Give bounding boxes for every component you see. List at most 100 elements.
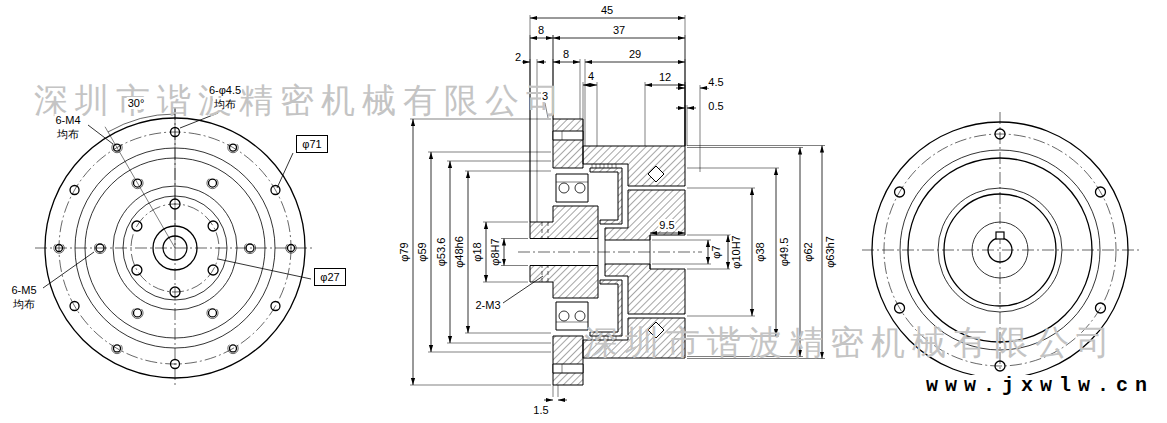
- dimension-line: [585, 62, 685, 63]
- extension-line: [652, 264, 711, 265]
- dimension-line: [530, 18, 685, 19]
- extension-line: [685, 15, 686, 146]
- circle: [900, 150, 1100, 350]
- line: [562, 364, 563, 373]
- circle: [938, 188, 1062, 312]
- dimension-line: [468, 171, 469, 333]
- through-hole: [1095, 303, 1105, 313]
- bearing-ball: [559, 311, 569, 321]
- tapped-hole: [246, 244, 254, 252]
- leader-line: [218, 259, 311, 279]
- dimension-line: [450, 161, 451, 343]
- input-hub-section: [530, 266, 598, 299]
- dimension: 4: [587, 70, 595, 82]
- flange-section: [553, 336, 583, 385]
- cross-roller: [648, 166, 664, 182]
- thread-line: [548, 222, 549, 239]
- thread-note: 6-M4: [54, 114, 81, 126]
- tapped-hole: [230, 345, 237, 352]
- extension-line: [687, 145, 825, 146]
- extension-line: [553, 385, 554, 397]
- gear-tooth: [592, 164, 593, 168]
- through-hole: [995, 361, 1005, 371]
- dimension-line: [530, 38, 553, 39]
- thread-line: [542, 266, 543, 283]
- extension-line: [465, 171, 551, 172]
- thread-circle: [207, 177, 218, 188]
- diameter-dimension: φ59: [416, 241, 428, 262]
- input-hub-section: [530, 206, 598, 239]
- extension-line: [645, 82, 646, 146]
- note: 均布: [12, 298, 36, 310]
- thread-circle: [228, 142, 238, 152]
- dimension-line: [413, 119, 414, 385]
- dimension: 8: [562, 48, 570, 60]
- extension-line: [501, 265, 528, 266]
- dimension-line: [558, 400, 567, 401]
- extension-line: [447, 343, 551, 344]
- extension-line: [687, 168, 779, 169]
- dimension-line: [776, 168, 777, 336]
- dimension-line: [553, 38, 685, 39]
- diameter-dimension: φ10H7: [730, 234, 742, 269]
- dimension-line: [583, 85, 597, 86]
- angle-line: [105, 127, 175, 248]
- dimension-line: [687, 108, 696, 109]
- extension-line: [447, 161, 551, 162]
- gear-tooth: [604, 164, 605, 168]
- diameter-dimension: φ18: [471, 241, 483, 262]
- dimension: 37: [612, 24, 626, 36]
- thread-circle: [54, 243, 64, 253]
- diameter-dimension: φ79: [398, 241, 410, 262]
- diameter-dimension: φ49.5: [778, 237, 790, 268]
- dimension-line: [645, 85, 685, 86]
- gear-tooth: [596, 164, 597, 168]
- extension-line: [687, 105, 688, 146]
- extension-line: [483, 282, 528, 283]
- extension-line: [700, 85, 701, 172]
- hole: [132, 265, 142, 275]
- gear-tooth: [616, 164, 617, 168]
- website-watermark: www.jxwlw.cn: [925, 375, 1155, 397]
- thread-note: 6-M5: [10, 284, 37, 296]
- thread-circle: [132, 307, 143, 318]
- dimension-line: [431, 152, 432, 352]
- line: [650, 235, 651, 269]
- circle: [908, 158, 1092, 342]
- line: [562, 131, 563, 140]
- thread-note: 2-M3: [474, 299, 501, 311]
- gear-tooth: [600, 164, 601, 168]
- dimension-line: [537, 62, 546, 63]
- through-hole: [895, 187, 905, 197]
- dimension-text: φ27: [320, 271, 339, 283]
- angle-label: 30°: [127, 97, 146, 109]
- bolt-hole: [553, 364, 583, 373]
- hole: [132, 221, 142, 231]
- dimension: 29: [628, 48, 642, 60]
- center-line: [518, 252, 702, 253]
- dimension-line: [504, 239, 505, 266]
- note: 均布: [213, 98, 237, 110]
- thread-line: [548, 266, 549, 283]
- through-hole: [70, 302, 79, 311]
- note: 均布: [56, 128, 80, 140]
- dimension-text: φ71: [302, 138, 321, 150]
- through-hole: [895, 303, 905, 313]
- angle-line: [175, 108, 176, 248]
- gear-tooth: [612, 164, 613, 168]
- thread-circle: [94, 242, 105, 253]
- extension-line: [483, 222, 528, 223]
- through-hole: [995, 129, 1005, 139]
- hole: [208, 265, 218, 275]
- through-hole: [1095, 187, 1105, 197]
- extension-line: [501, 238, 528, 239]
- extension-line: [558, 385, 559, 397]
- housing-section: [583, 146, 685, 186]
- hole-note: 6-φ4.5: [208, 84, 242, 96]
- hole: [170, 287, 180, 297]
- extension-line: [687, 235, 731, 236]
- leader-line: [43, 252, 94, 288]
- extension-line: [428, 352, 551, 353]
- diameter-dimension: φ63h7: [824, 235, 836, 269]
- flange-section: [553, 119, 583, 168]
